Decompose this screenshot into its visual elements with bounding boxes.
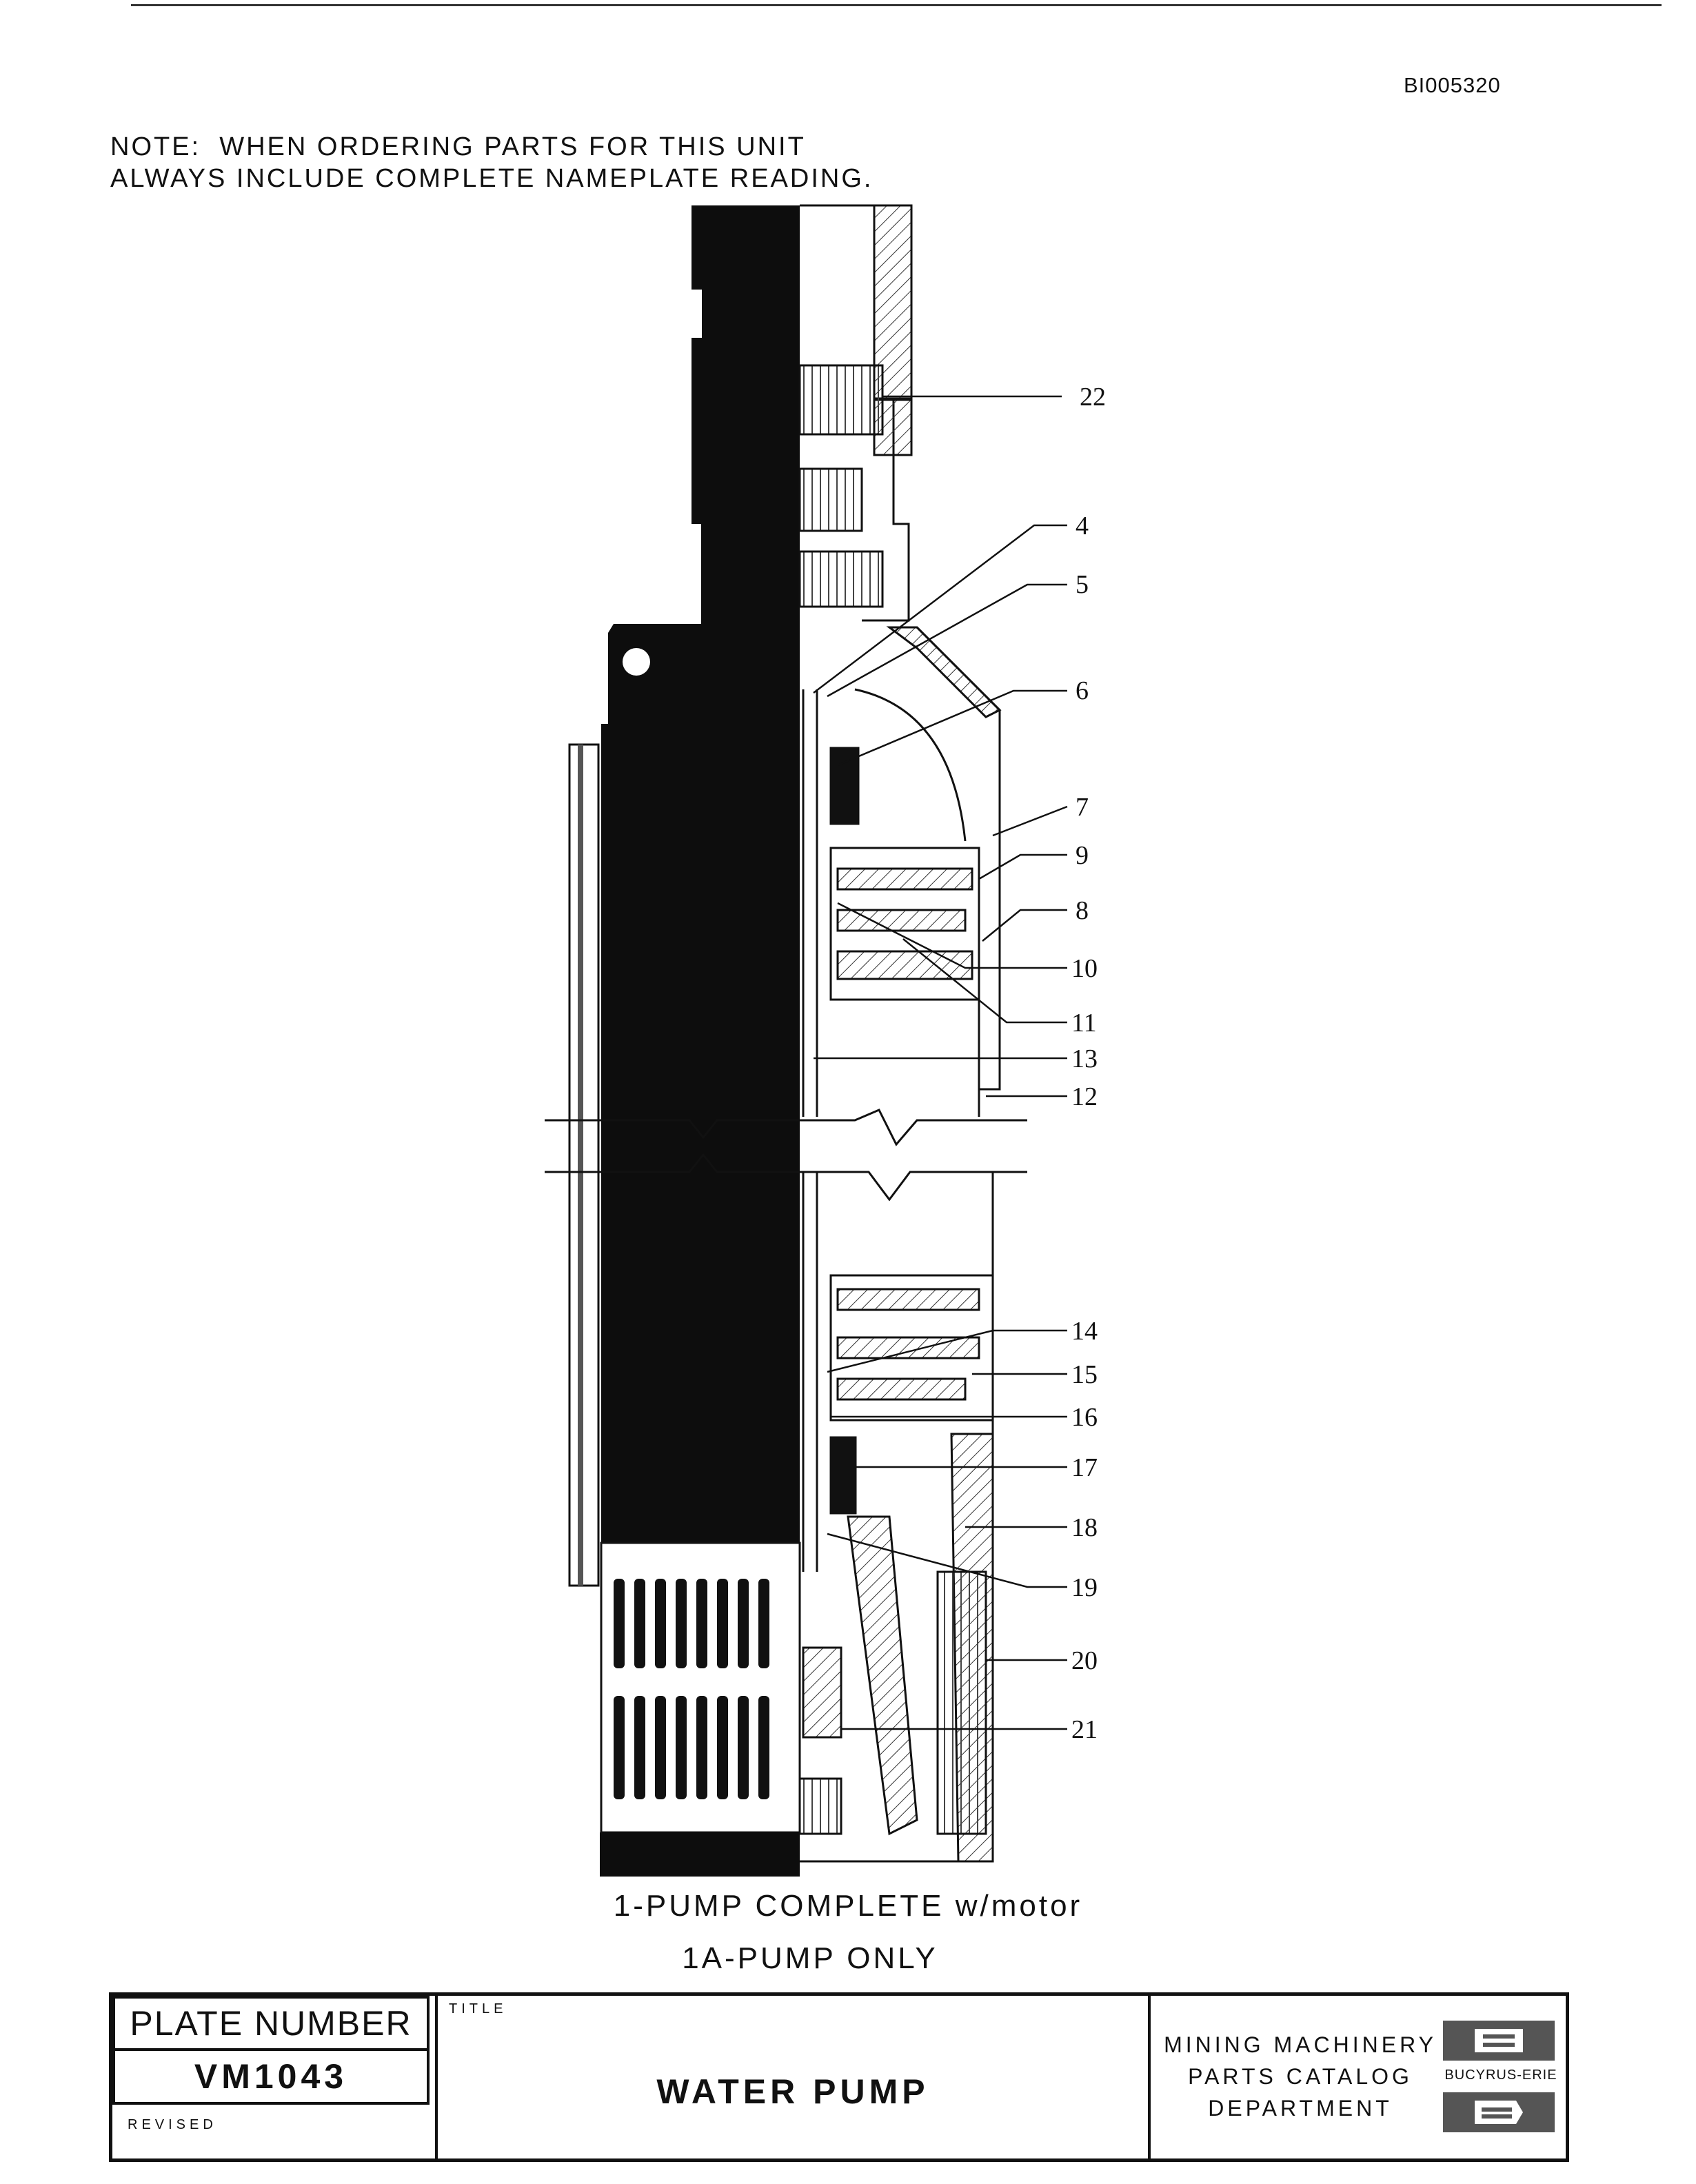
- callout-7: 7: [1076, 793, 1089, 822]
- callout-16: 16: [1071, 1403, 1098, 1432]
- caption-pump-complete: 1-PUMP COMPLETE w/motor: [613, 1889, 1083, 1923]
- revised-label: REVISED: [128, 2117, 217, 2132]
- intake-screen-slots: [614, 1579, 769, 1799]
- callout-8: 8: [1076, 896, 1089, 925]
- leader-6: [837, 689, 1067, 767]
- callout-19: 19: [1071, 1573, 1098, 1602]
- leader-11: [902, 938, 1067, 1024]
- title-label: TITLE: [449, 2001, 507, 2016]
- drawing-title: WATER PUMP: [656, 2072, 929, 2111]
- plate-number-label: PLATE NUMBER: [112, 1996, 430, 2051]
- title-block: PLATE NUMBER VM1043 REVISED TITLE WATER …: [109, 1992, 1569, 2162]
- ordering-note-line1: NOTE: WHEN ORDERING PARTS FOR THIS UNIT: [110, 132, 806, 161]
- motor-base-band: [600, 1832, 800, 1877]
- callout-21: 21: [1071, 1715, 1098, 1744]
- callout-6: 6: [1076, 676, 1089, 705]
- bucyrus-erie-logo-icon: [1443, 2021, 1555, 2132]
- callout-17: 17: [1071, 1453, 1098, 1482]
- leader-5: [827, 583, 1067, 698]
- callout-13: 13: [1071, 1044, 1098, 1073]
- ordering-note-line2: ALWAYS INCLUDE COMPLETE NAMEPLATE READIN…: [110, 164, 874, 193]
- lifting-eye-hole: [623, 648, 650, 676]
- callout-11: 11: [1071, 1009, 1097, 1038]
- callout-12: 12: [1071, 1082, 1098, 1111]
- department-line-2: PARTS CATALOG: [1188, 2064, 1413, 2089]
- callout-15: 15: [1071, 1360, 1098, 1389]
- plate-number-value: VM1043: [112, 2051, 430, 2105]
- callout-22: 22: [1080, 383, 1106, 412]
- brand-name: BUCYRUS-ERIE: [1444, 2067, 1557, 2083]
- top-border-line: [131, 4, 1662, 6]
- callout-9: 9: [1076, 841, 1089, 870]
- callout-18: 18: [1071, 1513, 1098, 1542]
- document-id: BI005320: [1404, 73, 1501, 97]
- leader-19: [827, 1533, 1067, 1588]
- callout-5: 5: [1076, 570, 1089, 599]
- leader-10: [837, 902, 1067, 969]
- leader-7: [992, 805, 1068, 837]
- motor-exterior-left: [568, 205, 801, 1877]
- title-section: TITLE WATER PUMP: [438, 1996, 1151, 2158]
- ordering-note: NOTE: WHEN ORDERING PARTS FOR THIS UNIT …: [110, 131, 873, 194]
- upper-shaft-body: [691, 205, 800, 692]
- callout-4: 4: [1076, 512, 1089, 540]
- leader-4: [813, 524, 1067, 694]
- leader-9: [978, 853, 1067, 880]
- callout-14: 14: [1071, 1317, 1098, 1346]
- callout-labels: 22 4 5 6 7 9 8 10 11 13 12 14 15 16 17 1…: [1071, 383, 1106, 1744]
- pump-section-right: [545, 204, 1027, 1863]
- callout-20: 20: [1071, 1646, 1098, 1675]
- leader-8: [982, 909, 1067, 942]
- department-line-1: MINING MACHINERY: [1164, 2032, 1437, 2057]
- callout-10: 10: [1071, 954, 1098, 983]
- department-line-3: DEPARTMENT: [1208, 2096, 1393, 2121]
- caption-pump-only: 1A-PUMP ONLY: [682, 1941, 938, 1975]
- plate-number-section: PLATE NUMBER VM1043 REVISED: [112, 1996, 438, 2158]
- cable-guard-strip: [568, 743, 600, 1587]
- department-text: MINING MACHINERY PARTS CATALOG DEPARTMEN…: [1159, 2029, 1442, 2124]
- leader-lines: [813, 395, 1068, 1730]
- motor-body: [601, 624, 800, 1543]
- leader-14: [827, 1329, 1067, 1373]
- department-section: MINING MACHINERY PARTS CATALOG DEPARTMEN…: [1151, 1996, 1564, 2158]
